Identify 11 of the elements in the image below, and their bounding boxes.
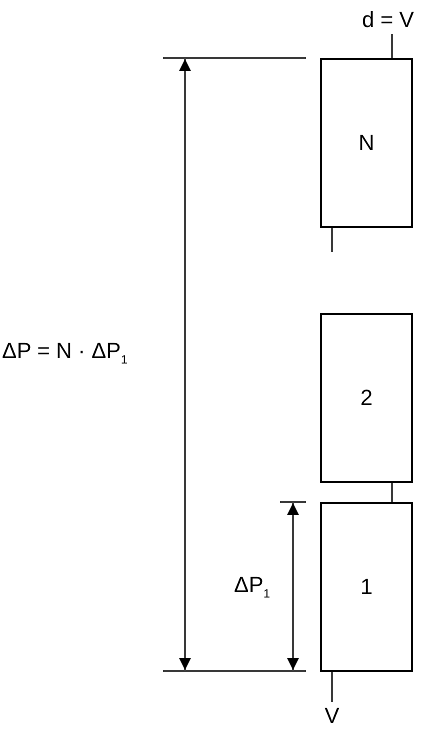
inlet-label: V <box>318 702 346 730</box>
outlet-label: d = V <box>355 6 421 34</box>
stage-box: N <box>320 58 413 228</box>
connector-line <box>391 34 393 58</box>
stage-pressure-label: ΔP$_{1}$ <box>234 574 270 600</box>
stage-box: 2 <box>320 313 413 483</box>
total-pressure-formula: ΔP = N · ΔP$_{1}$ <box>2 340 128 366</box>
connector-line <box>331 228 333 252</box>
connector-line <box>391 483 393 502</box>
connector-line <box>331 672 333 702</box>
stage-box: 1 <box>320 502 413 672</box>
